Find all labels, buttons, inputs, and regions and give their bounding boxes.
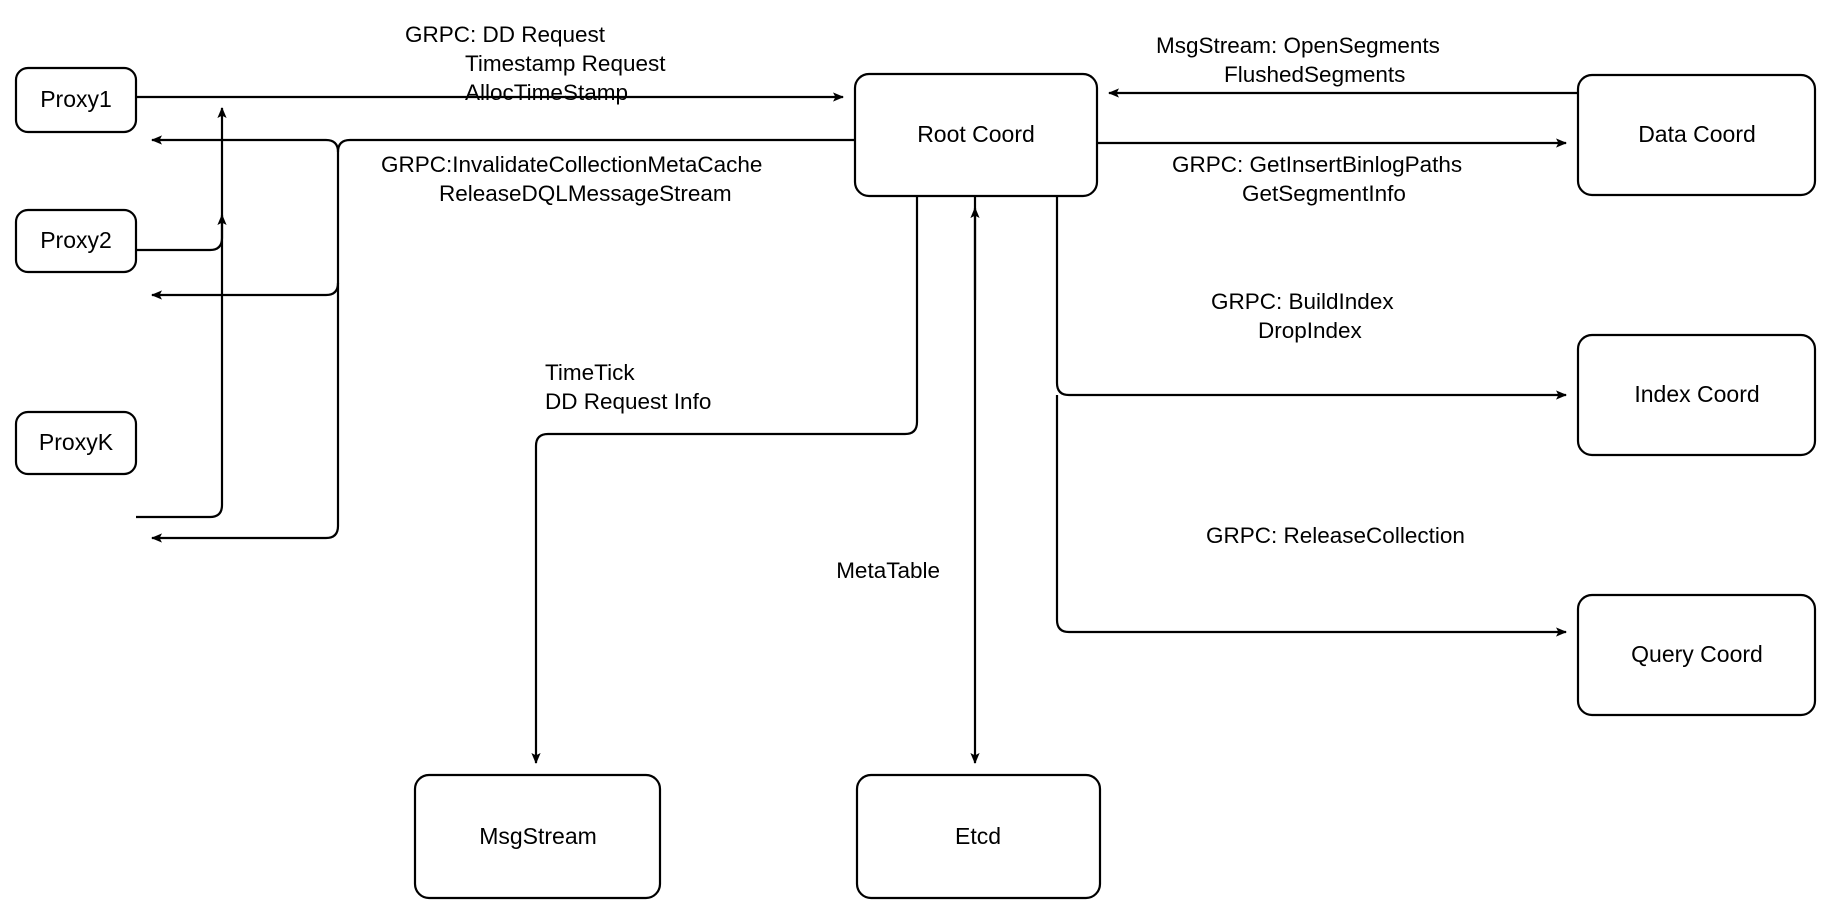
edge-label-line: GRPC: GetInsertBinlogPaths	[1172, 152, 1462, 177]
edge-label-datacoord-to-rootcoord: MsgStream: OpenSegments FlushedSegments	[1156, 33, 1446, 87]
edge-line-rootcoord-to-proxy2	[151, 282, 340, 300]
node-label-datacoord: Data Coord	[1638, 121, 1756, 147]
edge-rootcoord-to-datacoord: GRPC: GetInsertBinlogPaths GetSegmentInf…	[1097, 138, 1567, 206]
node-box-msgstream[interactable]	[413, 773, 662, 900]
edge-label-line: GRPC:InvalidateCollectionMetaCache	[381, 152, 762, 177]
edge-label-line: GRPC: DD Request	[405, 22, 606, 47]
edge-label-line: GetSegmentInfo	[1242, 181, 1406, 206]
node-msgstream[interactable]: MsgStream	[413, 773, 662, 900]
edge-proxy-to-rootcoord: GRPC: DD Request Timestamp Request Alloc…	[136, 22, 844, 105]
edge-line-rootcoord-to-querycoord	[1055, 395, 1567, 637]
edge-proxies-merge-riser	[136, 107, 227, 519]
node-etcd[interactable]: Etcd	[855, 773, 1102, 900]
edge-label-line: ReleaseDQLMessageStream	[439, 181, 732, 206]
edge-line-rootcoord-trunk	[151, 138, 855, 543]
node-label-indexcoord: Index Coord	[1634, 381, 1759, 407]
node-box-rootcoord[interactable]	[853, 72, 1099, 198]
edge-label-proxy-to-rootcoord: GRPC: DD Request Timestamp Request Alloc…	[405, 22, 672, 105]
node-box-indexcoord[interactable]	[1576, 333, 1817, 457]
edge-rootcoord-right-branch: GRPC: BuildIndex DropIndex GRPC: Release…	[1055, 196, 1567, 637]
node-label-proxy2: Proxy2	[40, 227, 112, 253]
node-indexcoord[interactable]: Index Coord	[1576, 333, 1817, 457]
node-box-proxyk[interactable]	[14, 410, 138, 476]
node-rootcoord[interactable]: Root Coord	[853, 72, 1099, 198]
edge-label-rootcoord-to-etcd: MetaTable	[836, 558, 940, 583]
edge-label-rootcoord-to-querycoord: GRPC: ReleaseCollection	[1206, 523, 1465, 548]
edge-label-line: DD Request Info	[545, 389, 711, 414]
edge-rootcoord-to-msgstream: TimeTick DD Request Info	[531, 196, 919, 764]
edge-label-rootcoord-to-proxies: GRPC:InvalidateCollectionMetaCache Relea…	[381, 152, 769, 206]
edge-rootcoord-to-etcd: MetaTable	[836, 196, 980, 764]
edge-line-proxy2-riser	[136, 214, 227, 252]
edge-label-line: GRPC: ReleaseCollection	[1206, 523, 1465, 548]
edge-label-line: GRPC: BuildIndex	[1211, 289, 1394, 314]
node-box-querycoord[interactable]	[1576, 593, 1817, 717]
edge-line-proxyk-riser	[136, 107, 227, 519]
node-box-proxy1[interactable]	[14, 66, 138, 134]
node-label-proxy1: Proxy1	[40, 86, 112, 112]
node-label-proxyk: ProxyK	[39, 429, 114, 455]
edge-datacoord-to-rootcoord: MsgStream: OpenSegments FlushedSegments	[1108, 33, 1578, 98]
edge-line-rootcoord-to-indexcoord	[1055, 196, 1567, 400]
edge-rootcoord-to-proxies: GRPC:InvalidateCollectionMetaCache Relea…	[151, 135, 855, 543]
node-proxy2[interactable]: Proxy2	[14, 208, 138, 274]
edge-label-line: AllocTimeStamp	[465, 80, 628, 105]
node-label-querycoord: Query Coord	[1631, 641, 1763, 667]
node-proxy1[interactable]: Proxy1	[14, 66, 138, 134]
edge-label-line: FlushedSegments	[1224, 62, 1405, 87]
node-box-proxy2[interactable]	[14, 208, 138, 274]
node-label-msgstream: MsgStream	[479, 823, 597, 849]
node-box-datacoord[interactable]	[1576, 73, 1817, 197]
edge-label-line: Timestamp Request	[465, 51, 666, 76]
edge-label-rootcoord-to-indexcoord: GRPC: BuildIndex DropIndex	[1211, 289, 1400, 343]
edge-line-rootcoord-to-msgstream	[531, 196, 919, 764]
node-label-rootcoord: Root Coord	[917, 121, 1035, 147]
edge-label-line: TimeTick	[545, 360, 635, 385]
edge-label-line: MsgStream: OpenSegments	[1156, 33, 1440, 58]
edge-label-rootcoord-to-msgstream: TimeTick DD Request Info	[545, 360, 711, 414]
node-querycoord[interactable]: Query Coord	[1576, 593, 1817, 717]
node-proxyk[interactable]: ProxyK	[14, 410, 138, 476]
node-box-etcd[interactable]	[855, 773, 1102, 900]
edge-line-rootcoord-to-proxy1	[151, 135, 340, 153]
node-label-etcd: Etcd	[955, 823, 1001, 849]
edge-label-line: DropIndex	[1258, 318, 1363, 343]
edge-label-rootcoord-to-datacoord: GRPC: GetInsertBinlogPaths GetSegmentInf…	[1172, 152, 1468, 206]
edge-label-line: MetaTable	[836, 558, 940, 583]
node-datacoord[interactable]: Data Coord	[1576, 73, 1817, 197]
